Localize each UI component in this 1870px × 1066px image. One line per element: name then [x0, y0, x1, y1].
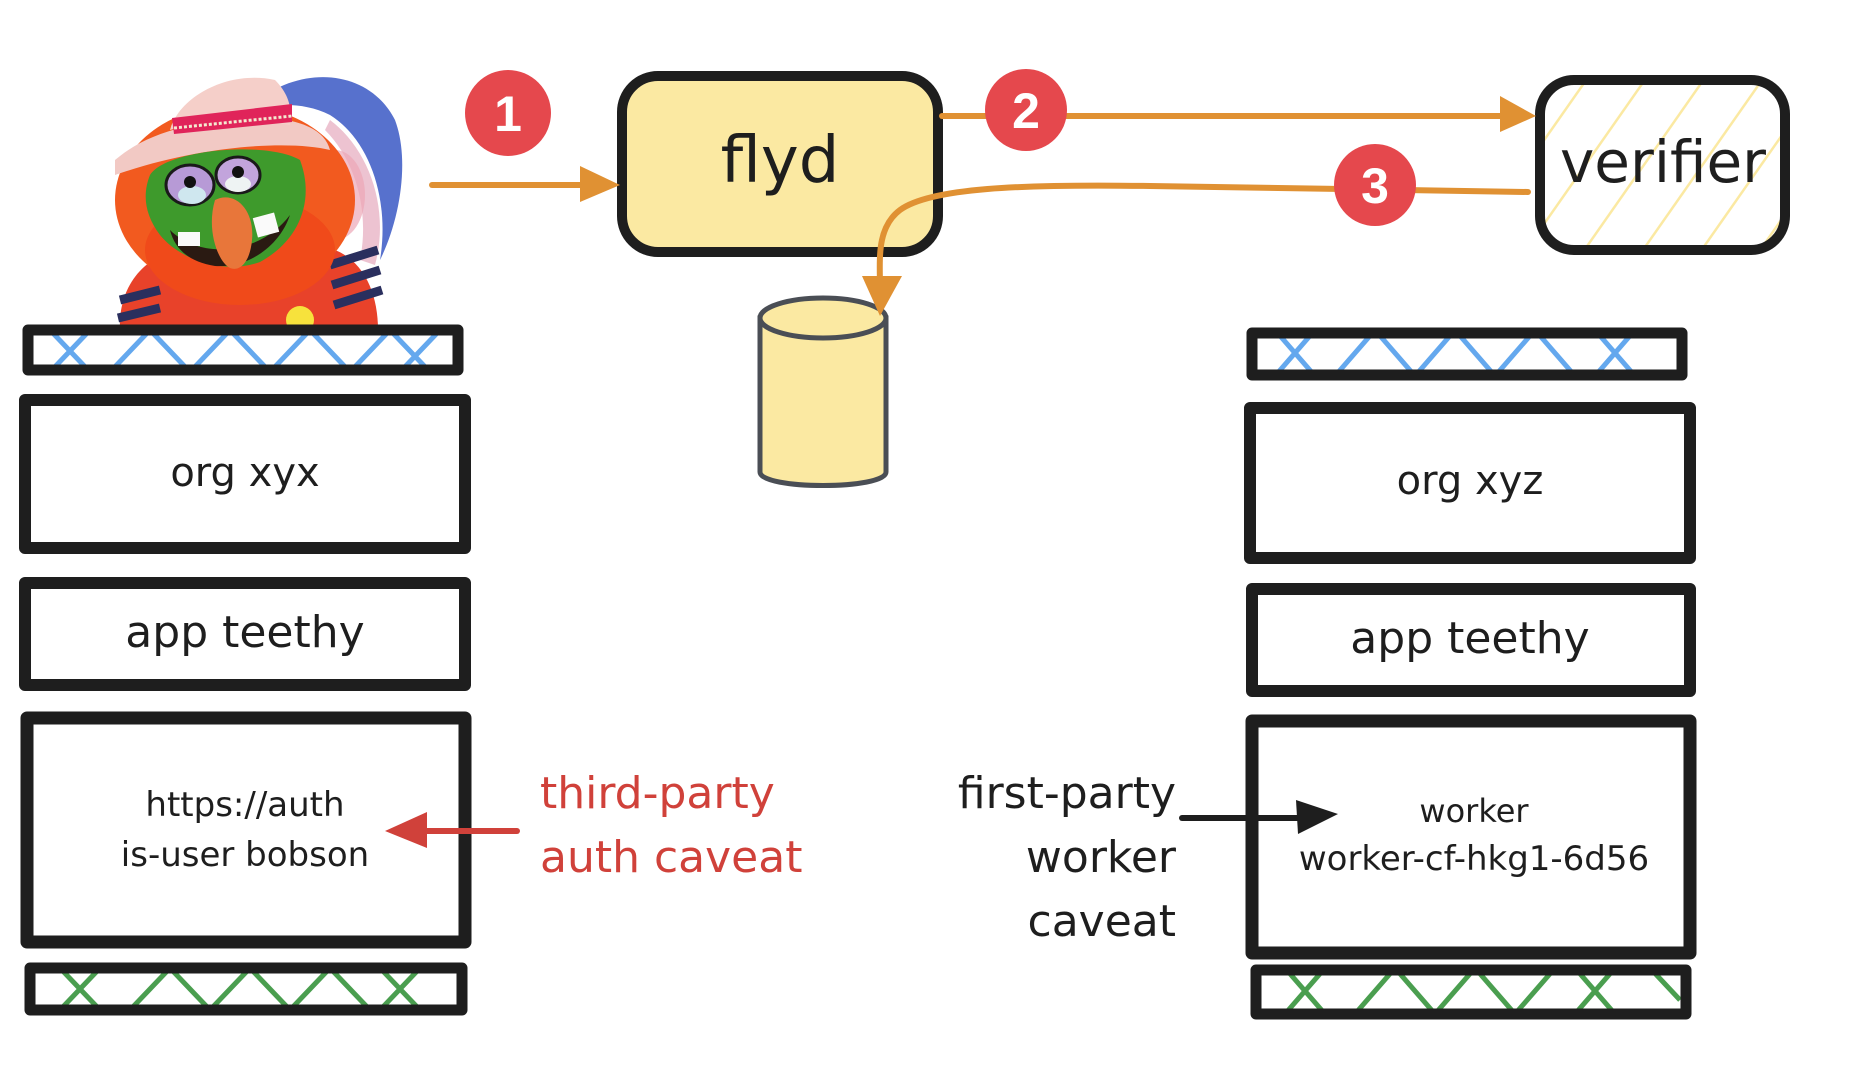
arrow-step-1	[429, 166, 620, 202]
arrow-first-party	[1179, 800, 1338, 834]
right-org-label: org xyz	[1397, 458, 1544, 504]
caveat-worker-label: worker	[1419, 792, 1529, 830]
third-party-annotation: third-party auth caveat	[540, 768, 802, 883]
flyd-node: flyd	[617, 71, 943, 257]
verifier-label: verifier	[1560, 128, 1766, 196]
left-token-footer-band	[24, 962, 468, 1016]
step-badge-3: 3	[1334, 144, 1416, 226]
left-third-party-caveat-box: https://auth is-user bobson	[20, 711, 472, 949]
first-party-annotation: first-party worker caveat	[958, 768, 1177, 947]
right-org-box: org xyz	[1244, 402, 1696, 564]
right-token-header-band	[1246, 327, 1688, 381]
annotation-line: caveat	[1028, 896, 1176, 947]
mascot-image	[115, 77, 403, 334]
verifier-node: verifier	[1535, 75, 1790, 255]
left-token-header-band	[22, 324, 464, 376]
step-badge-1: 1	[465, 70, 551, 156]
annotation-line: first-party	[958, 768, 1176, 819]
step-number: 1	[494, 86, 522, 142]
caveat-user: is-user bobson	[121, 835, 369, 875]
step-badge-2: 2	[985, 69, 1067, 151]
step-number: 3	[1361, 158, 1389, 214]
database-cylinder-icon	[757, 295, 889, 488]
left-app-box: app teethy	[19, 577, 471, 691]
arrow-step-3	[862, 182, 1531, 316]
caveat-worker-id: worker-cf-hkg1-6d56	[1299, 839, 1649, 879]
annotation-line: third-party	[540, 768, 775, 819]
flyd-label: flyd	[721, 124, 840, 198]
annotation-line: worker	[1026, 832, 1177, 883]
arrow-third-party	[385, 812, 520, 848]
right-first-party-caveat-box: worker worker-cf-hkg1-6d56	[1245, 714, 1697, 960]
left-org-label: org xyx	[170, 450, 319, 496]
caveat-url: https://auth	[145, 785, 344, 825]
right-token-footer-band	[1250, 964, 1692, 1020]
annotation-line: auth caveat	[540, 832, 802, 883]
left-org-box: org xyx	[19, 394, 471, 554]
left-app-label: app teethy	[125, 607, 364, 658]
step-number: 2	[1012, 83, 1040, 139]
right-app-box: app teethy	[1246, 583, 1696, 697]
right-app-label: app teethy	[1350, 613, 1589, 664]
